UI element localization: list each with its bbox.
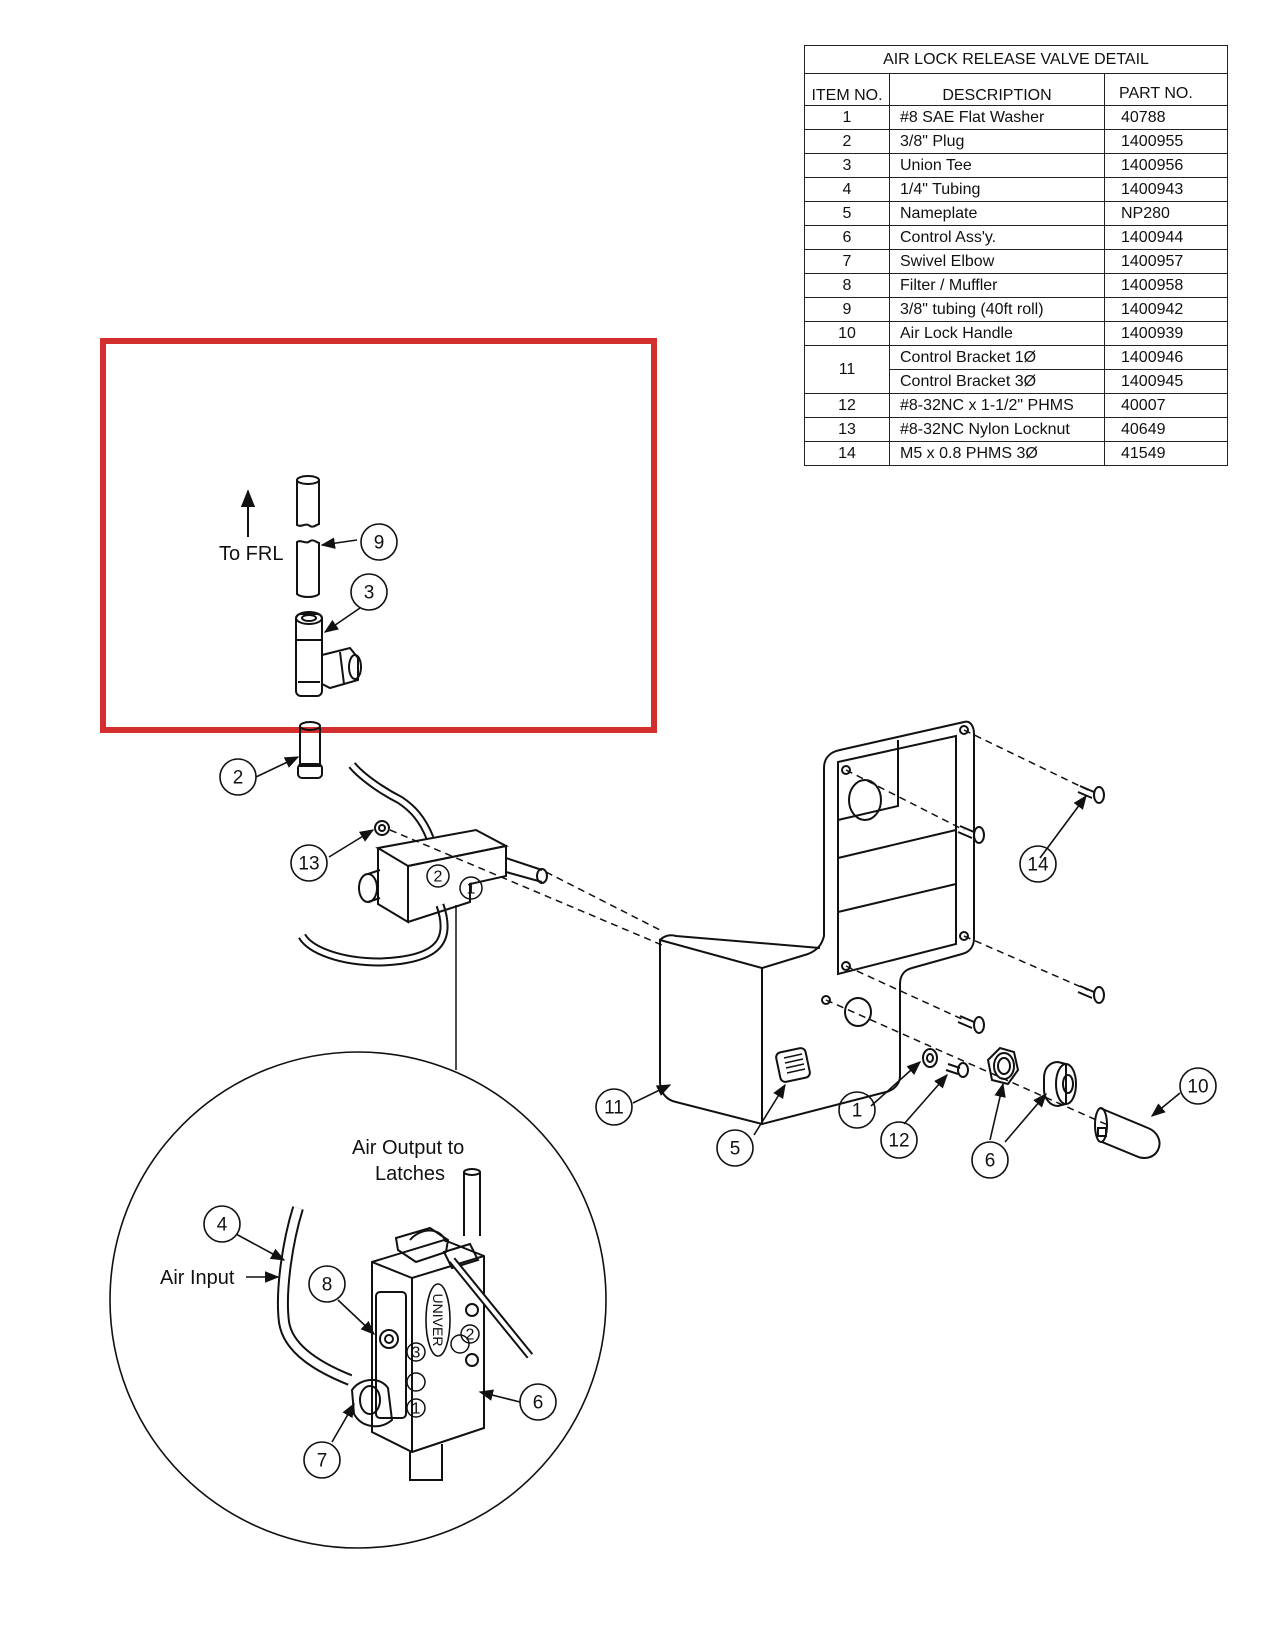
row-part: 40649: [1104, 417, 1228, 442]
balloon-7: 7: [317, 1451, 328, 1472]
balloon-4: 4: [217, 1215, 228, 1236]
detail-balloons: [203, 1205, 557, 1479]
detail-circle: [109, 1051, 607, 1549]
air-output-label-line2: Latches: [375, 1163, 445, 1185]
port-label-1: 1: [467, 881, 476, 898]
detail-leader-lines: [235, 1233, 521, 1443]
row-part: 1400944: [1104, 225, 1228, 250]
table-row: 2 3/8" Plug 1400955: [804, 129, 1228, 154]
row-description: 1/4" Tubing: [889, 177, 1105, 202]
row-description: Swivel Elbow: [889, 249, 1105, 274]
detail-output-tube: [463, 1168, 481, 1236]
screw-14c: [1077, 985, 1105, 1004]
parts-table: AIR LOCK RELEASE VALVE DETAIL ITEM NO. D…: [804, 45, 1228, 466]
table-row: 9 3/8" tubing (40ft roll) 1400942: [804, 297, 1228, 322]
detail-input-tube-inner: [278, 1206, 352, 1384]
flat-washer: [922, 1048, 938, 1068]
table-row: 5 Nameplate NP280: [804, 201, 1228, 226]
port-label-2: 2: [434, 869, 443, 886]
tubing-3-8: [296, 475, 320, 598]
row-item: 14: [804, 441, 890, 466]
row-item: 12: [804, 393, 890, 418]
assembly-lines: [389, 729, 1111, 1127]
table-row: 12 #8-32NC x 1-1/2" PHMS 40007: [804, 393, 1228, 418]
screw-14d: [957, 1015, 985, 1034]
row-description: Control Ass'y.: [889, 225, 1105, 250]
output-hose-inner: [350, 763, 433, 839]
row-part: 40007: [1104, 393, 1228, 418]
row-part: 1400943: [1104, 177, 1228, 202]
phms-screw-12: [945, 1062, 969, 1078]
row-description: Air Lock Handle: [889, 321, 1105, 346]
input-hose-inner: [299, 904, 447, 965]
balloon-6: 6: [985, 1151, 996, 1172]
air-input-label: Air Input: [160, 1267, 235, 1289]
row-item: 3: [804, 153, 890, 178]
row-part: 1400956: [1104, 153, 1228, 178]
table-row: 6 Control Ass'y. 1400944: [804, 225, 1228, 250]
table-header-row: ITEM NO. DESCRIPTION PART NO.: [804, 73, 1228, 106]
row-item: 5: [804, 201, 890, 226]
balloon-9: 9: [374, 533, 385, 554]
row-part: 1400957: [1104, 249, 1228, 274]
row-description: Control Bracket 3Ø: [889, 369, 1105, 394]
table-row: 1 #8 SAE Flat Washer 40788: [804, 105, 1228, 130]
row-description: 3/8" tubing (40ft roll): [889, 297, 1105, 322]
row-part: 41549: [1104, 441, 1228, 466]
row-part: 40788: [1104, 105, 1228, 130]
to-frl-label: To FRL: [219, 543, 283, 565]
balloon-14: 14: [1027, 855, 1049, 876]
highlight-box: [100, 338, 657, 733]
table-row: 8 Filter / Muffler 1400958: [804, 273, 1228, 298]
balloon-11: 11: [604, 1098, 624, 1119]
balloon-3: 3: [364, 583, 375, 604]
balloon-1: 1: [852, 1101, 863, 1122]
hex-nut: [986, 1046, 1020, 1086]
row-item: 2: [804, 129, 890, 154]
balloon-8: 8: [322, 1275, 333, 1296]
plug: [297, 721, 323, 779]
row-item: 10: [804, 321, 890, 346]
air-output-label-line1: Air Output to: [352, 1137, 464, 1159]
union-tee: [295, 611, 362, 697]
header-part-no: PART NO.: [1104, 73, 1228, 106]
detail-port-3: 3: [412, 1345, 421, 1362]
balloons: [219, 523, 1217, 1179]
table-row: 7 Swivel Elbow 1400957: [804, 249, 1228, 274]
balloon-2: 2: [233, 768, 244, 789]
univer-marking: UNIVER: [430, 1294, 446, 1347]
row-part: NP280: [1104, 201, 1228, 226]
leader-lines: [255, 537, 1181, 1143]
table-row: 10 Air Lock Handle 1400939: [804, 321, 1228, 346]
screw-14b: [957, 825, 985, 844]
row-description: M5 x 0.8 PHMS 3Ø: [889, 441, 1105, 466]
nameplate: [775, 1047, 811, 1083]
balloon-10: 10: [1187, 1077, 1208, 1098]
detail-port-2: 2: [466, 1327, 475, 1344]
row-description: Union Tee: [889, 153, 1105, 178]
balloon-12: 12: [888, 1131, 909, 1152]
locknut: [374, 820, 390, 836]
table-title-row: AIR LOCK RELEASE VALVE DETAIL: [804, 45, 1228, 74]
detail-valve: [350, 1226, 534, 1481]
table-row: 3 Union Tee 1400956: [804, 153, 1228, 178]
row-item: 8: [804, 273, 890, 298]
row-part: 1400958: [1104, 273, 1228, 298]
balloon-6-detail: 6: [533, 1393, 544, 1414]
balloon-13: 13: [298, 854, 319, 875]
table-row: 14 M5 x 0.8 PHMS 3Ø 41549: [804, 441, 1228, 466]
valve-body: 2 1: [358, 828, 548, 924]
row-item: 11: [804, 345, 890, 394]
balloon-5: 5: [730, 1139, 741, 1160]
table-title: AIR LOCK RELEASE VALVE DETAIL: [804, 45, 1228, 74]
air-lock-handle: [1094, 1107, 1161, 1159]
header-item-no: ITEM NO.: [804, 73, 890, 106]
row-part: 1400939: [1104, 321, 1228, 346]
row-description: 3/8" Plug: [889, 129, 1105, 154]
row-description: #8-32NC x 1-1/2" PHMS: [889, 393, 1105, 418]
table-row: 4 1/4" Tubing 1400943: [804, 177, 1228, 202]
control-bracket: [659, 720, 975, 1126]
detail-port-1: 1: [412, 1401, 421, 1418]
